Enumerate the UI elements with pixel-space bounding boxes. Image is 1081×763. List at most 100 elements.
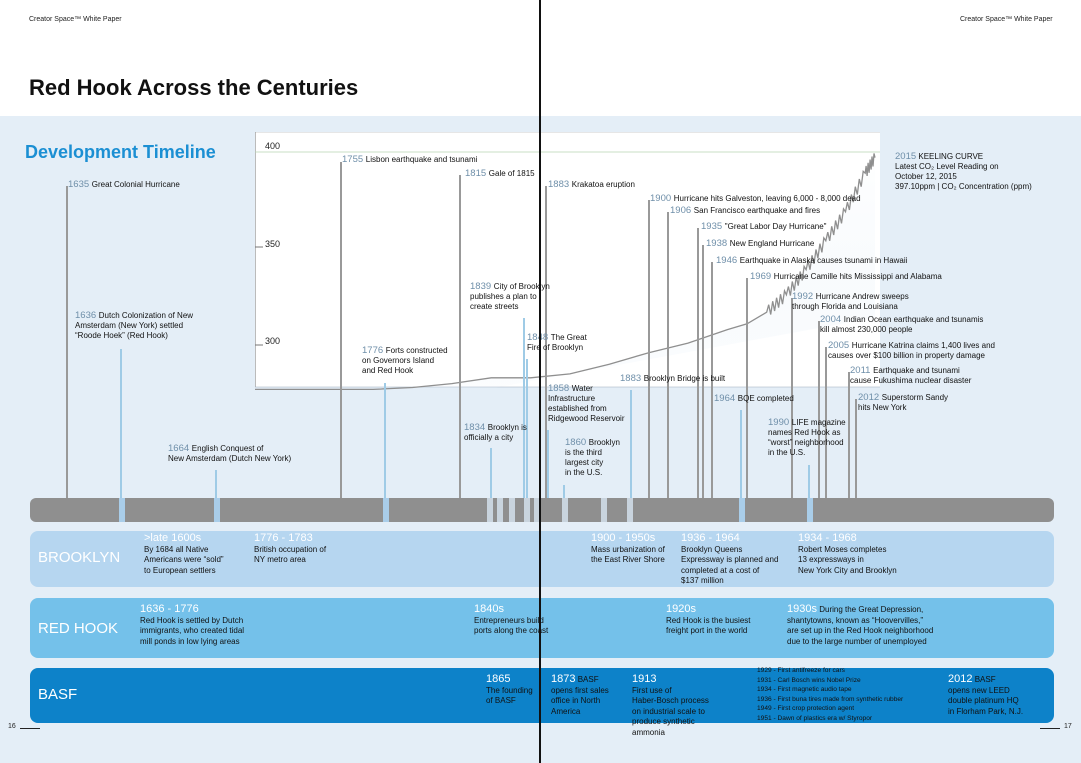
row-item-line: double platinum HQ (948, 696, 1023, 707)
event-text: Hurricane Katrina claims 1,400 lives and (851, 341, 995, 350)
event-text: kill almost 230,000 people (820, 325, 913, 334)
event-line: kill almost 230,000 people (820, 325, 983, 335)
redhook-item-1930s: 1930s During the Great Depression,shanty… (787, 604, 933, 647)
event-text: Fire of Brooklyn (527, 343, 584, 352)
row-item-line: 1873 BASF (551, 674, 609, 686)
event-1883: 1883 Brooklyn Bridge is built (620, 374, 725, 384)
timeline-tick (524, 498, 530, 522)
event-line: on Governors Island (362, 356, 448, 366)
keeling-chart (255, 132, 880, 432)
event-text: Krakatoa eruption (571, 180, 635, 189)
event-year: 1755 (342, 154, 366, 165)
event-line: through Florida and Louisiana (792, 302, 909, 312)
row-item-text: British occupation of (254, 544, 327, 554)
event-text: create streets (470, 302, 519, 311)
row-item-line: ammonia (632, 728, 709, 739)
row-item-line: Robert Moses completes (798, 545, 897, 556)
row-item-year: >late 1600s (144, 532, 202, 544)
event-text: Ridgewood Reservoir (548, 414, 625, 423)
event-text: BQE completed (737, 394, 794, 403)
event-2005: 2005 Hurricane Katrina claims 1,400 live… (828, 341, 995, 361)
event-text: on Governors Island (362, 356, 435, 365)
event-line: Infrastructure (548, 394, 624, 404)
row-item-line: shantytowns, known as “Hoovervilles,” (787, 616, 933, 627)
row-item-text: 1934 - First magnetic audio tape (757, 686, 852, 694)
row-item-text: By 1684 all Native (144, 544, 209, 554)
row-item-text: due to the large number of unemployed (787, 636, 927, 646)
event-leader-1990 (808, 465, 810, 498)
row-item-year-line: 1934 - 1968 (798, 533, 897, 545)
event-year: 2012 (858, 392, 882, 403)
row-item-text: Entrepreneurs build (474, 615, 544, 625)
row-item-text: NY metro area (254, 555, 306, 564)
row-item-line: of BASF (486, 696, 533, 707)
event-leader-1755 (340, 162, 342, 498)
event-year: 2005 (828, 340, 852, 351)
event-text: Hurricane hits Galveston, leaving 6,000 … (673, 194, 861, 203)
row-item-text: Americans were “sold” (144, 555, 224, 564)
event-text: Superstorm Sandy (881, 393, 949, 402)
event-year: 1935 (701, 221, 725, 232)
event-text: in the U.S. (768, 448, 806, 457)
row-item-year: 1930s (787, 603, 817, 615)
event-text: City of Brooklyn (493, 282, 550, 291)
event-leader-1839 (523, 318, 525, 498)
event-line: 1834 Brooklyn is (464, 423, 527, 433)
row-item-text: shantytowns, known as “Hoovervilles,” (787, 615, 924, 625)
event-leader-1776 (384, 383, 386, 498)
event-line: cause Fukushima nuclear disaster (850, 376, 971, 386)
event-text: hits New York (858, 403, 907, 412)
event-text: Hurricane Camille hits Mississippi and A… (773, 272, 942, 281)
row-item-text: mill ponds in low lying areas (140, 636, 240, 646)
row-item-text: 1949 - First crop protection agent (757, 705, 855, 713)
event-year: 1839 (470, 281, 494, 292)
row-item-year-line: 1840s (474, 604, 548, 616)
timeline-tick (509, 498, 515, 522)
y-tick-400: 400 (265, 141, 281, 151)
event-line: 1946 Earthquake in Alaska causes tsunami… (716, 256, 907, 266)
row-item-text: opens new LEED (948, 685, 1010, 695)
row-item-line: in Florham Park, N.J. (948, 707, 1023, 718)
row-item-line: to European settlers (144, 566, 224, 577)
event-text: New England Hurricane (729, 239, 815, 248)
row-item-text: immigrants, who created tidal (140, 626, 245, 635)
event-line: 1755 Lisbon earthquake and tsunami (342, 155, 477, 165)
brooklyn-item-1934 - 1968: 1934 - 1968Robert Moses completes13 expr… (798, 533, 897, 576)
event-line: 1664 English Conquest of (168, 444, 291, 454)
timeline-tick (383, 498, 389, 522)
event-line: New Amsterdam (Dutch New York) (168, 454, 291, 464)
row-item-year: 1920s (666, 603, 696, 615)
row-item-year: 1900 - 1950s (591, 532, 656, 544)
event-leader-1636 (120, 349, 122, 498)
row-item-line: opens first sales (551, 686, 609, 697)
event-leader-1858 (547, 430, 549, 498)
event-leader-1815 (459, 175, 461, 498)
event-line: 1815 Gale of 1815 (465, 169, 535, 179)
event-text: San Francisco earthquake and fires (693, 206, 821, 215)
y-tick-350: 350 (265, 239, 281, 249)
event-text: Forts constructed (385, 346, 448, 355)
header-left: Creator Space™ White Paper (29, 16, 122, 23)
row-item-line: produce synthetic (632, 717, 709, 728)
row-item-text: 13 expressways in (798, 555, 864, 564)
event-year: 2004 (820, 314, 844, 325)
event-year: 1969 (750, 271, 774, 282)
event-year: 1990 (768, 417, 792, 428)
row-item-text: double platinum HQ (948, 696, 1019, 705)
row-item-year: 1776 - 1783 (254, 532, 313, 544)
row-item-year: 1913 (632, 673, 657, 685)
row-item-text: Expressway is planned and (681, 555, 779, 564)
event-text: LIFE magazine (791, 418, 846, 427)
row-basf-label: BASF (38, 686, 78, 703)
brooklyn-item->late 1600s: >late 1600sBy 1684 all NativeAmericans w… (144, 533, 224, 576)
event-line: 1935 "Great Labor Day Hurricane" (701, 222, 827, 232)
event-line: 1883 Krakatoa eruption (548, 180, 635, 190)
row-item-text: to European settlers (144, 565, 216, 575)
row-item-year-line: 1930s During the Great Depression, (787, 604, 933, 616)
